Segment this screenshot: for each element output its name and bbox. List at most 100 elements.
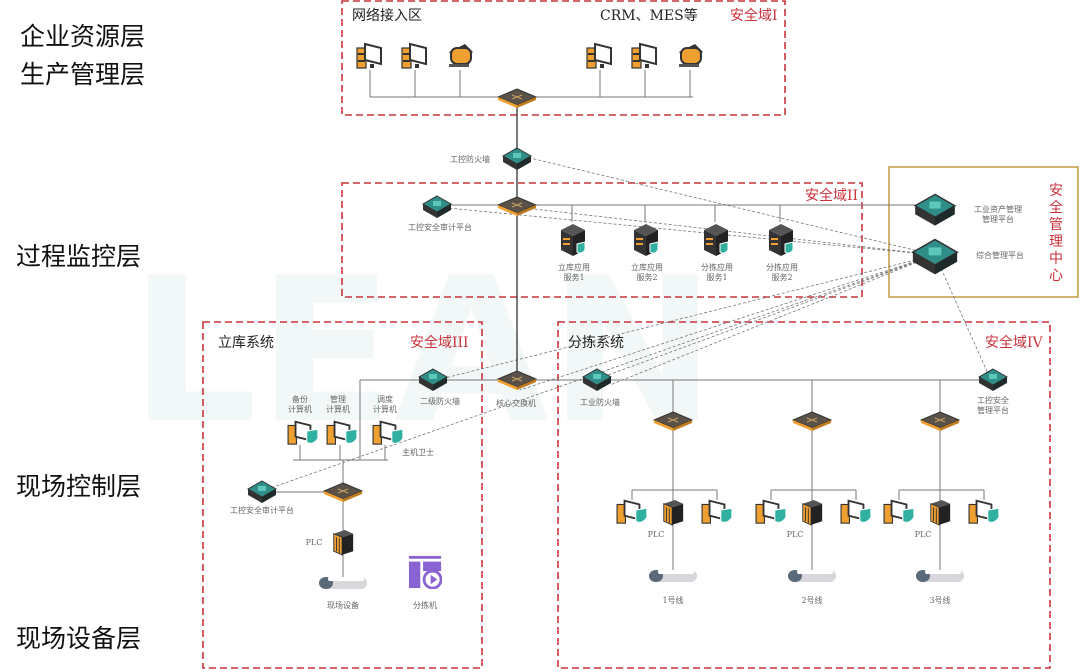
server-icon [768, 223, 794, 257]
switch-icon [497, 196, 537, 216]
computer-with-shield-icon [755, 499, 787, 525]
asset-management-label: 工业资产管理 [974, 204, 1022, 214]
svg-text:心: 心 [1049, 268, 1063, 284]
firewall-icon [502, 147, 532, 171]
firewall-label: 工业防火墙 [580, 397, 620, 407]
security-domain-3 [202, 321, 483, 669]
production-line-icon [788, 570, 836, 582]
svg-text:理: 理 [1049, 234, 1063, 250]
svg-text:计算机: 计算机 [373, 404, 397, 414]
svg-text:中: 中 [1049, 251, 1063, 267]
svg-text:分拣应用: 分拣应用 [701, 262, 733, 272]
branch-wire [898, 380, 985, 580]
plc-icon [802, 499, 823, 526]
svg-text:立库应用: 立库应用 [558, 262, 590, 272]
domain-4-title: 安全域IV [985, 334, 1044, 351]
switch-icon [792, 411, 832, 431]
switch-icon [497, 88, 537, 108]
host-guard-label: 主机卫士 [402, 447, 434, 457]
svg-text:备份: 备份 [292, 394, 308, 404]
svg-text:计算机: 计算机 [326, 404, 350, 414]
plc-label: PLC [306, 538, 323, 547]
server-icon [560, 223, 586, 257]
svg-text:管理: 管理 [330, 394, 346, 404]
management-platform-label: 综合管理平台 [976, 250, 1024, 260]
field-device-label: 现场设备 [327, 600, 359, 610]
domain-3-title: 安全域III [410, 334, 469, 351]
server-icon [703, 223, 729, 257]
plc-label: PLC [915, 530, 932, 539]
computer-with-shield-icon [701, 499, 733, 525]
sorter-label: 分拣机 [413, 600, 437, 610]
security-platform-icon [978, 368, 1008, 392]
firewall-label: 二级防火墙 [420, 396, 460, 406]
production-line-label: 3号线 [929, 595, 950, 605]
plc-icon [333, 529, 354, 556]
system-label-warehouse: 立库系统 [218, 335, 274, 351]
system-label-sorting: 分拣系统 [568, 335, 624, 351]
field-device-icon [319, 577, 367, 589]
svg-text:计算机: 计算机 [288, 404, 312, 414]
asset-management-label: 管理平台 [982, 214, 1014, 224]
systems-label: CRM、MES等 [600, 7, 698, 24]
svg-text:调度: 调度 [377, 394, 393, 404]
production-line-icon [649, 570, 697, 582]
production-line-label: 1号线 [662, 595, 683, 605]
watermark: LEAN [130, 235, 716, 468]
svg-text:安: 安 [1049, 183, 1063, 199]
computer-with-shield-icon [968, 499, 1000, 525]
computer-with-shield-icon [616, 499, 648, 525]
audit-platform-label: 工控安全审计平台 [408, 222, 472, 232]
svg-text:服务2: 服务2 [636, 272, 657, 282]
security-management-center [888, 166, 1079, 298]
firewall-label: 工控防火墙 [450, 154, 490, 164]
layer-label: 现场设备层 [16, 624, 141, 653]
computer-icon [401, 43, 427, 69]
center-title: 安 全 管 理 中 心 [1049, 183, 1063, 284]
svg-text:服务1: 服务1 [563, 272, 584, 282]
security-domain-1 [341, 0, 786, 116]
layer-label: 生产管理层 [20, 60, 145, 89]
switch-icon [920, 411, 960, 431]
security-platform-label: 工控安全 [977, 395, 1009, 405]
svg-text:分拣应用: 分拣应用 [766, 262, 798, 272]
audit-platform-icon [247, 480, 277, 504]
svg-text:立库应用: 立库应用 [631, 262, 663, 272]
svg-text:服务1: 服务1 [706, 272, 727, 282]
svg-text:管: 管 [1049, 217, 1063, 233]
svg-text:服务2: 服务2 [771, 272, 792, 282]
audit-platform-label: 工控安全审计平台 [230, 505, 294, 515]
plc-icon [663, 499, 684, 526]
branch-wire [770, 380, 857, 580]
svg-text:全: 全 [1049, 199, 1063, 216]
printer-icon [678, 43, 704, 68]
domain-2-title: 安全域II [805, 187, 858, 204]
layer-label: 过程监控层 [16, 242, 141, 271]
plc-icon [930, 499, 951, 526]
server-icon [633, 223, 659, 257]
plc-label: PLC [787, 530, 804, 539]
core-switch-label: 核心交换机 [496, 398, 536, 408]
audit-platform-icon [422, 195, 452, 219]
sorting-lines: PLC 1号线 PLC 2号线 PLC 3号线 [616, 380, 1000, 605]
computer-icon [356, 43, 382, 69]
sorter-icon [408, 555, 442, 589]
production-line-label: 2号线 [801, 595, 822, 605]
plc-label: PLC [648, 530, 665, 539]
computer-icon [586, 43, 612, 69]
domain-1-title: 安全域I [730, 7, 778, 24]
switch-icon [323, 482, 363, 502]
computer-icon [631, 43, 657, 69]
computer-with-shield-icon [840, 499, 872, 525]
security-platform-label: 管理平台 [977, 405, 1009, 415]
access-zone-label: 网络接入区 [352, 7, 422, 24]
security-domain-2 [341, 182, 863, 298]
computer-with-shield-icon [883, 499, 915, 525]
layer-label: 现场控制层 [16, 472, 141, 501]
layer-label: 企业资源层 [20, 22, 145, 51]
printer-icon [448, 43, 474, 68]
security-domain-4 [557, 321, 1051, 669]
